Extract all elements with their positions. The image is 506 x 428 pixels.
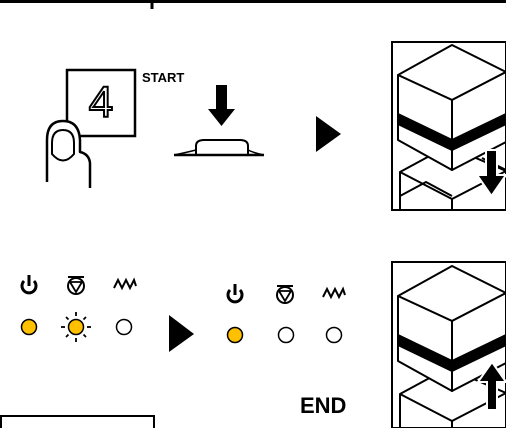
power-icon [226, 284, 244, 304]
status-panel-after [226, 284, 346, 344]
box-raising-diagram [391, 261, 506, 428]
start-button-press-icon [173, 85, 265, 157]
next-step-arrow [316, 116, 341, 152]
power-icon [20, 275, 38, 295]
top-border [0, 0, 506, 9]
led-drain [277, 326, 295, 344]
led-drain-blinking [61, 312, 91, 342]
fingernail [51, 128, 75, 162]
next-step-arrow-2 [169, 315, 194, 352]
start-button-shape [195, 139, 249, 155]
step-number-outline: 4 [89, 78, 113, 127]
led-heater [115, 318, 133, 336]
down-arrow-icon [475, 149, 506, 198]
step-4-button [65, 68, 137, 138]
end-label: END [300, 393, 346, 418]
heater-icon [322, 286, 346, 300]
bottom-frame [0, 415, 155, 428]
start-label: START [142, 70, 184, 85]
led-power [226, 326, 244, 344]
step-4-button-illustration: 4 [45, 68, 137, 188]
drain-icon [276, 285, 294, 304]
press-down-arrow [208, 85, 235, 126]
up-arrow-icon [476, 360, 506, 411]
drain-icon [67, 276, 85, 295]
status-panel-before [20, 275, 137, 342]
led-heater [325, 326, 343, 344]
led-power [20, 318, 38, 336]
box-lowering-diagram [391, 41, 506, 211]
heater-icon [113, 277, 137, 291]
